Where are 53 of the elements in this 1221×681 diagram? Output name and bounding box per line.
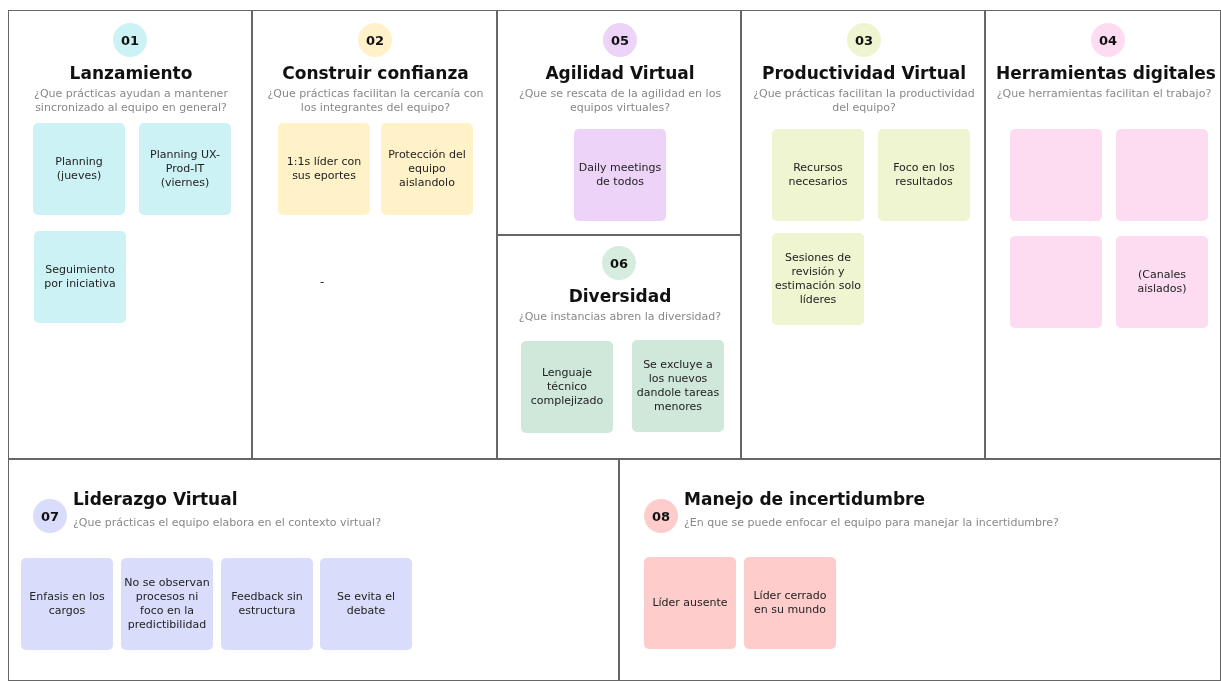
- sticky-note: Se excluye a los nuevos dandole tareas menores: [632, 340, 724, 432]
- section-panel: [497, 235, 741, 459]
- number-badge: 05: [603, 23, 637, 57]
- sticky-note: [1116, 129, 1208, 221]
- number-badge: 04: [1091, 23, 1125, 57]
- sticky-note: Daily meetings de todos: [574, 129, 666, 221]
- section-panel: [497, 10, 741, 235]
- section-question: ¿Que prácticas ayudan a mantener sincronizado al equipo en general?: [33, 87, 229, 115]
- section-title: Agilidad Virtual: [544, 63, 696, 83]
- section-title: Manejo de incertidumbre: [684, 489, 925, 509]
- sticky-note: Protección del equipo aislandolo: [381, 123, 473, 215]
- sticky-note: Lenguaje técnico complejizado: [521, 341, 613, 433]
- number-badge: 01: [113, 23, 147, 57]
- sticky-note: No se observan procesos ni foco en la predictibilidad: [121, 558, 213, 650]
- section-panel: [741, 10, 985, 459]
- section-question: ¿Que herramientas facilitan el trabajo?: [996, 87, 1212, 101]
- section-panel: [8, 10, 252, 459]
- sticky-note: Seguimiento por iniciativa: [34, 231, 126, 323]
- sticky-note: Líder cerrado en su mundo: [744, 557, 836, 649]
- sticky-note: Planning (jueves): [33, 123, 125, 215]
- sticky-note: Enfasis en los cargos: [21, 558, 113, 650]
- section-title: Productividad Virtual: [760, 63, 968, 83]
- section-panel: [619, 459, 1221, 681]
- section-title: Construir confianza: [281, 63, 470, 83]
- dash-mark: -: [320, 275, 325, 289]
- section-title: Lanzamiento: [68, 63, 194, 83]
- section-panel: [252, 10, 497, 459]
- section-question: ¿Que se rescata de la agilidad en los equipos virtuales?: [517, 87, 723, 115]
- section-title: Diversidad: [567, 286, 673, 306]
- sticky-note: [1010, 236, 1102, 328]
- section-question: ¿Que prácticas el equipo elabora en el contexto virtual?: [73, 516, 381, 530]
- sticky-note: (Canales aislados): [1116, 236, 1208, 328]
- section-panel: [985, 10, 1221, 459]
- number-badge: 06: [602, 246, 636, 280]
- sticky-note: Sesiones de revisión y estimación solo líderes: [772, 233, 864, 325]
- sticky-note: Recursos necesarios: [772, 129, 864, 221]
- number-badge: 02: [358, 23, 392, 57]
- number-badge: 03: [847, 23, 881, 57]
- sticky-note: Feedback sin estructura: [221, 558, 313, 650]
- number-badge: 07: [33, 499, 67, 533]
- section-question: ¿Que prácticas facilitan la cercanía con los integrantes del equipo?: [266, 87, 485, 115]
- sticky-note: Líder ausente: [644, 557, 736, 649]
- section-question: ¿En que se puede enfocar el equipo para manejar la incertidumbre?: [684, 516, 1059, 530]
- sticky-note: [1010, 129, 1102, 221]
- sticky-note: Se evita el debate: [320, 558, 412, 650]
- section-panel: [8, 459, 619, 681]
- section-question: ¿Que instancias abren la diversidad?: [517, 310, 723, 324]
- sticky-note: 1:1s líder con sus eportes: [278, 123, 370, 215]
- section-question: ¿Que prácticas facilitan la productividad del equipo?: [752, 87, 976, 115]
- section-title: Liderazgo Virtual: [73, 489, 238, 509]
- sticky-note: Foco en los resultados: [878, 129, 970, 221]
- number-badge: 08: [644, 499, 678, 533]
- sticky-note: Planning UX-Prod-IT (viernes): [139, 123, 231, 215]
